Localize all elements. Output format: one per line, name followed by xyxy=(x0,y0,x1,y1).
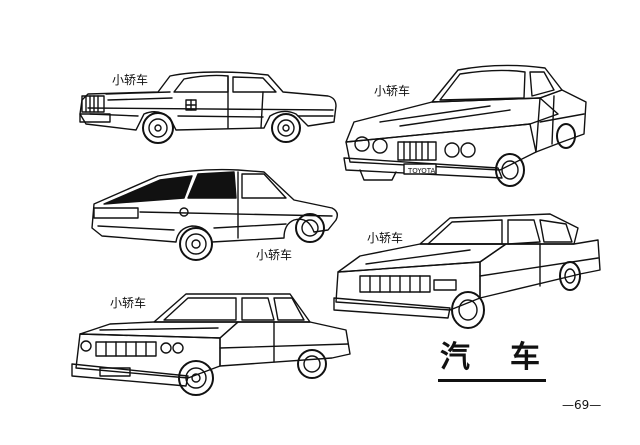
hatchback-coupe-icon xyxy=(88,166,342,266)
page-title: 汽 车 xyxy=(438,341,548,385)
car-label-2: 小轿车 xyxy=(374,84,411,98)
title-char-1: 汽 xyxy=(440,340,470,375)
toyota-sedan-icon: TOYOTA xyxy=(340,62,590,192)
car-label-1: 小轿车 xyxy=(112,73,149,87)
title-underline xyxy=(438,379,546,382)
car-label-5: 小轿车 xyxy=(110,296,147,310)
car-label-4: 小轿车 xyxy=(367,231,404,245)
page-number: —69— xyxy=(562,398,602,412)
car-label-3: 小轿车 xyxy=(256,248,293,262)
license-plate: TOYOTA xyxy=(407,167,436,175)
luxury-sedan-icon xyxy=(78,70,340,150)
sedan-icon xyxy=(70,286,356,398)
title-char-2: 车 xyxy=(510,340,540,375)
sedan-icon xyxy=(330,210,604,332)
